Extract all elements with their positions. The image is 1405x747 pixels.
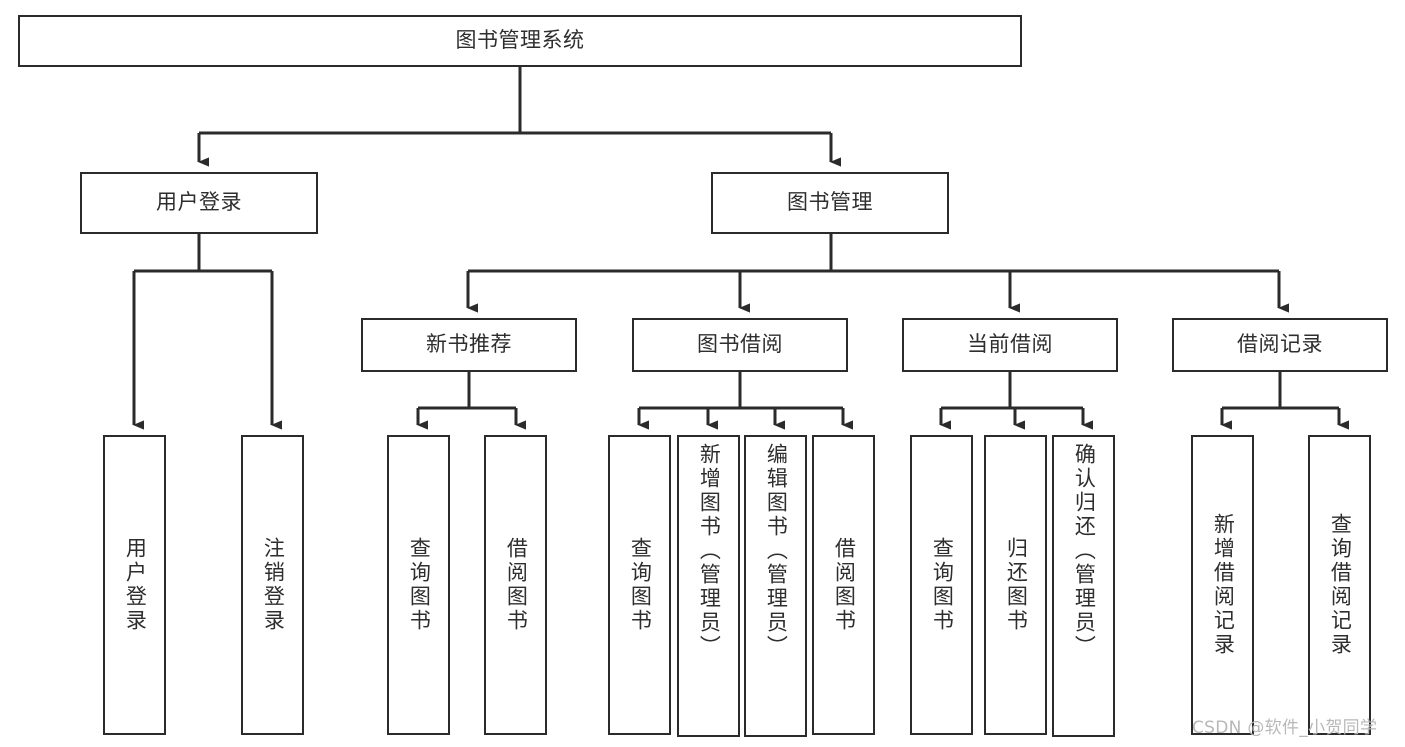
node-borrow-records[interactable]: 借阅记录 [1172, 318, 1388, 372]
node-book-borrow[interactable]: 图书借阅 [632, 318, 848, 372]
leaf-query-book-current-label: 查询图书 [930, 537, 955, 633]
node-root-label: 图书管理系统 [455, 28, 585, 53]
node-root[interactable]: 图书管理系统 [18, 15, 1022, 67]
leaf-user-login-label: 用户登录 [123, 537, 148, 633]
leaf-return-book-label: 归还图书 [1004, 537, 1029, 633]
leaf-query-book-borrow[interactable]: 查询图书 [608, 435, 671, 735]
node-book-management-label: 图书管理 [787, 190, 873, 215]
node-book-borrow-label: 图书借阅 [697, 332, 783, 357]
node-book-management[interactable]: 图书管理 [711, 172, 949, 234]
leaf-edit-book-admin[interactable]: 编辑图书（管理员） [744, 435, 807, 737]
leaf-borrow-book-newbook-label: 借阅图书 [504, 537, 529, 633]
leaf-add-book-admin[interactable]: 新增图书（管理员） [677, 435, 740, 737]
leaf-edit-book-admin-label: 编辑图书（管理员） [764, 443, 789, 659]
leaf-borrow-book-newbook[interactable]: 借阅图书 [484, 435, 547, 735]
leaf-add-book-admin-label: 新增图书（管理员） [697, 443, 722, 659]
node-current-borrow[interactable]: 当前借阅 [902, 318, 1118, 372]
leaf-borrow-book-borrow[interactable]: 借阅图书 [812, 435, 875, 735]
leaf-borrow-book-borrow-label: 借阅图书 [832, 537, 857, 633]
node-borrow-records-label: 借阅记录 [1237, 332, 1323, 357]
leaf-query-book-newbook-label: 查询图书 [407, 537, 432, 633]
node-new-book-recommend-label: 新书推荐 [426, 332, 512, 357]
node-user-login[interactable]: 用户登录 [80, 172, 318, 234]
leaf-query-book-borrow-label: 查询图书 [628, 537, 653, 633]
watermark-text: CSDN @软件_小贺同学 [1192, 718, 1378, 738]
leaf-query-borrow-record[interactable]: 查询借阅记录 [1308, 435, 1371, 735]
node-user-login-label: 用户登录 [156, 190, 242, 215]
leaf-logout[interactable]: 注销登录 [241, 435, 304, 735]
leaf-user-login[interactable]: 用户登录 [103, 435, 166, 735]
leaf-confirm-return-admin[interactable]: 确认归还（管理员） [1052, 435, 1115, 737]
leaf-query-borrow-record-label: 查询借阅记录 [1328, 513, 1353, 657]
leaf-return-book[interactable]: 归还图书 [984, 435, 1047, 735]
leaf-query-book-newbook[interactable]: 查询图书 [387, 435, 450, 735]
leaf-add-borrow-record[interactable]: 新增借阅记录 [1191, 435, 1254, 735]
leaf-logout-label: 注销登录 [261, 537, 286, 633]
node-current-borrow-label: 当前借阅 [967, 332, 1053, 357]
leaf-confirm-return-admin-label: 确认归还（管理员） [1072, 443, 1097, 659]
leaf-query-book-current[interactable]: 查询图书 [910, 435, 973, 735]
leaf-add-borrow-record-label: 新增借阅记录 [1211, 513, 1236, 657]
node-new-book-recommend[interactable]: 新书推荐 [361, 318, 577, 372]
